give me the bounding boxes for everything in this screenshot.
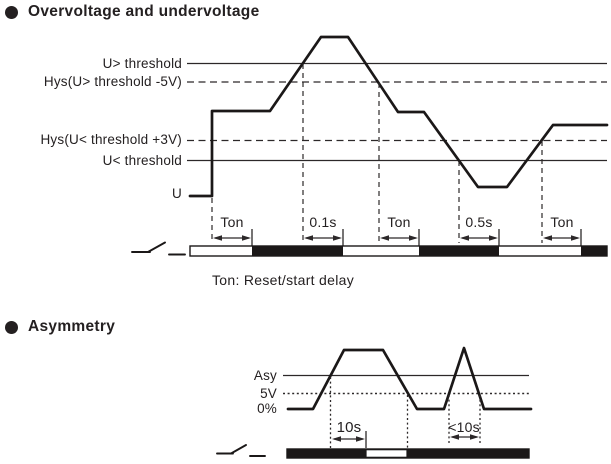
relay-contact-icon bbox=[131, 241, 186, 256]
ton-label-3: Ton bbox=[550, 214, 574, 230]
zero-pct-label: 0% bbox=[257, 401, 277, 416]
arrow-end-ticks bbox=[251, 229, 582, 246]
asymmetry-waveform bbox=[286, 346, 533, 411]
asymmetry-section-title: Asymmetry bbox=[5, 318, 115, 336]
bullet-icon bbox=[5, 320, 18, 334]
asy-label: Asy bbox=[253, 368, 277, 383]
u-signal-label: U bbox=[172, 186, 182, 201]
asymmetry-plot bbox=[216, 346, 533, 459]
bullet-icon bbox=[5, 5, 18, 19]
ton-label-2: Ton bbox=[387, 214, 411, 230]
lt-ten-s-label: <10s bbox=[448, 419, 480, 435]
u-waveform bbox=[188, 35, 609, 198]
overvoltage-section-title: Overvoltage and undervoltage bbox=[5, 3, 260, 21]
overvoltage-title-text: Overvoltage and undervoltage bbox=[28, 3, 260, 20]
delay-05s-label: 0.5s bbox=[465, 214, 493, 230]
hys-under-label: Hys(U< threshold +3V) bbox=[40, 132, 182, 147]
event-dashed-lines bbox=[211, 64, 543, 243]
ton-label-1: Ton bbox=[220, 214, 244, 230]
overvoltage-plot bbox=[131, 35, 609, 257]
asymmetry-relay-state-bar bbox=[286, 448, 530, 459]
ten-s-label: 10s bbox=[336, 419, 362, 436]
five-v-label: 5V bbox=[260, 386, 277, 401]
asymmetry-relay-contact-icon bbox=[216, 444, 266, 457]
ton-caption: Ton: Reset/start delay bbox=[212, 272, 354, 288]
u-under-threshold-label: U< threshold bbox=[102, 153, 182, 168]
asymmetry-arrowheads bbox=[332, 434, 479, 442]
asymmetry-dotted-lines bbox=[329, 377, 481, 448]
hys-over-label: Hys(U> threshold -5V) bbox=[43, 74, 182, 89]
u-over-threshold-label: U> threshold bbox=[102, 56, 182, 71]
delay-01s-label: 0.1s bbox=[309, 214, 337, 230]
delay-arrowheads bbox=[213, 235, 580, 241]
relay-state-bar bbox=[189, 245, 608, 257]
asymmetry-title-text: Asymmetry bbox=[28, 318, 116, 335]
